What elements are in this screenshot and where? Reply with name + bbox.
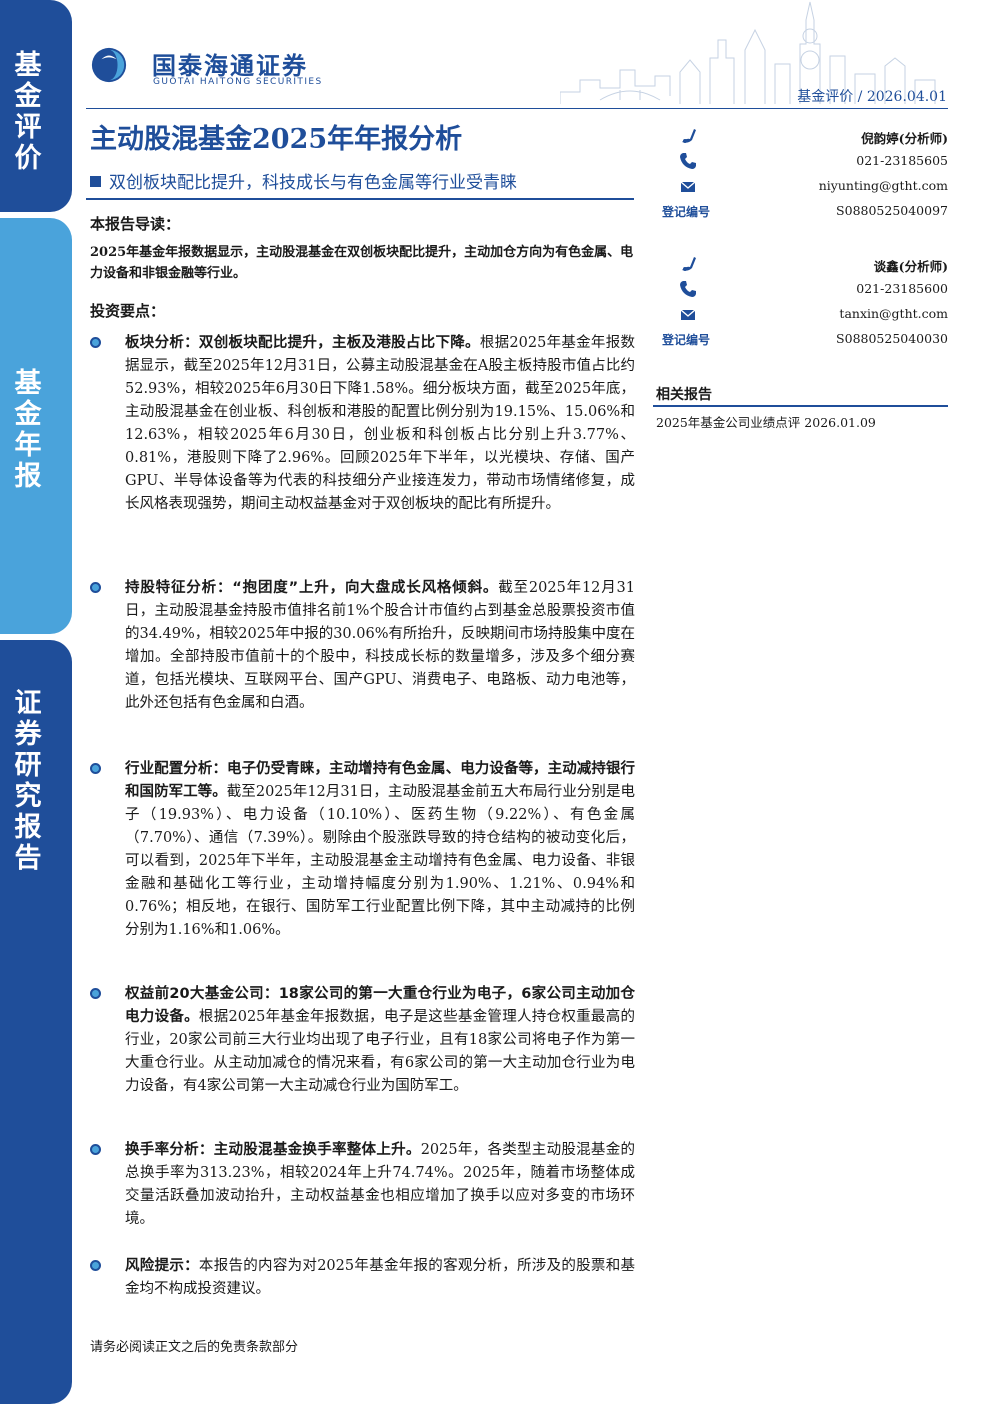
analyst-email-row: tanxin@gtht.com	[656, 302, 948, 326]
disclaimer-footer: 请务必阅读正文之后的免责条款部分	[90, 1340, 299, 1355]
sidebar-char: 券	[14, 719, 42, 750]
point-lead: 板块分析：双创板块配比提升，主板及港股占比下降。	[125, 335, 480, 351]
analyst-phone-row: 021-23185600	[656, 277, 948, 301]
reg-label: 登记编号	[662, 333, 711, 347]
sidebar-char: 金	[14, 399, 42, 430]
analyst-phone: 021-23185605	[856, 153, 948, 168]
sidebar-char: 基	[14, 368, 42, 399]
intro-text: 2025年基金年报数据显示，主动股混基金在双创板块配比提升，主动加仓方向为有色金…	[90, 245, 634, 281]
related-reports-divider	[653, 405, 948, 407]
bullet-icon	[90, 337, 101, 348]
sidebar-char: 报	[14, 812, 42, 843]
related-report-item[interactable]: 2025年基金公司业绩点评 2026.01.09	[656, 415, 876, 430]
sidebar-char: 究	[14, 781, 42, 812]
point-lead: 行业配置分析：电子仍受青睐，主动增持有色金属、电力设备等，主动减持银行和国防军工…	[125, 761, 635, 800]
report-category-date: 基金评价 / 2026.04.01	[797, 89, 947, 105]
analyst-name: 倪韵婷(分析师)	[861, 131, 948, 146]
mail-icon	[680, 309, 696, 320]
left-sidebar: 基 金 评 价 基 金 年 报 证 券 研 究 报 告	[0, 0, 72, 1404]
sidebar-char: 价	[14, 143, 42, 174]
point-text: 风险提示：本报告的内容为对2025年基金年报的客观分析，所涉及的股票和基金均不构…	[125, 1255, 635, 1301]
point-text: 板块分析：双创板块配比提升，主板及港股占比下降。根据2025年基金年报数据显示，…	[125, 332, 635, 516]
point-lead: 权益前20大基金公司：18家公司的第一大重仓行业为电子，6家公司主动加仓电力设备…	[125, 986, 635, 1025]
point-body: 本报告的内容为对2025年基金年报的客观分析，所涉及的股票和基金均不构成投资建议…	[125, 1258, 635, 1297]
sidebar-section-fund-evaluation: 基 金 评 价	[0, 0, 72, 212]
point-turnover-analysis: 换手率分析：主动股混基金换手率整体上升。2025年，各类型主动股混基金的总换手率…	[90, 1139, 635, 1231]
city-skyline-icon	[560, 1, 936, 104]
point-lead: 风险提示：	[125, 1258, 199, 1274]
phone-icon	[680, 153, 696, 169]
point-top20-fund-companies: 权益前20大基金公司：18家公司的第一大重仓行业为电子，6家公司主动加仓电力设备…	[90, 983, 635, 1098]
point-text: 换手率分析：主动股混基金换手率整体上升。2025年，各类型主动股混基金的总换手率…	[125, 1139, 635, 1231]
logo-mark-icon	[91, 47, 127, 83]
analyst-email[interactable]: tanxin@gtht.com	[839, 306, 948, 321]
analyst-reg-row: 登记编号 S0880525040097	[656, 199, 948, 223]
analyst-reg-row: 登记编号 S0880525040030	[656, 327, 948, 351]
analyst-name-row: 谈鑫(分析师)	[656, 252, 948, 276]
report-title: 主动股混基金2025年年报分析	[90, 124, 463, 155]
sidebar-char: 报	[14, 461, 42, 492]
point-text: 行业配置分析：电子仍受青睐，主动增持有色金属、电力设备等，主动减持银行和国防军工…	[125, 758, 635, 942]
mail-icon	[680, 181, 696, 192]
point-lead: 换手率分析：主动股混基金换手率整体上升。	[125, 1142, 421, 1158]
analyst-email[interactable]: niyunting@gtht.com	[818, 178, 948, 193]
bullet-icon	[90, 582, 101, 593]
logo-name-cn: 国泰海通证券	[152, 52, 308, 80]
sidebar-label-fund-annual-report: 基 金 年 报	[0, 368, 56, 492]
point-risk-warning: 风险提示：本报告的内容为对2025年基金年报的客观分析，所涉及的股票和基金均不构…	[90, 1255, 635, 1301]
sidebar-section-fund-annual-report: 基 金 年 报	[0, 218, 72, 634]
point-body: 2025年，各类型主动股混基金的总换手率为313.23%，相较2024年上升74…	[125, 1142, 635, 1227]
sidebar-char: 评	[14, 112, 42, 143]
analyst-name-row: 倪韵婷(分析师)	[656, 124, 948, 148]
point-body: 截至2025年12月31日，主动股混基金前五大布局行业分别是电子（19.93%）…	[125, 784, 635, 938]
point-body: 根据2025年基金年报数据显示，截至2025年12月31日，公募主动股混基金在A…	[125, 335, 636, 512]
sidebar-label-securities-research: 证 券 研 究 报 告	[0, 688, 56, 874]
reg-label: 登记编号	[662, 205, 711, 219]
sidebar-char: 基	[14, 50, 42, 81]
point-industry-allocation: 行业配置分析：电子仍受青睐，主动增持有色金属、电力设备等，主动减持银行和国防军工…	[90, 758, 635, 942]
points-heading: 投资要点：	[90, 302, 166, 320]
related-reports-heading: 相关报告	[656, 387, 712, 403]
bullet-icon	[90, 1260, 101, 1271]
square-bullet-icon	[90, 176, 101, 187]
report-subtitle-text: 双创板块配比提升，科技成长与有色金属等行业受青睐	[109, 173, 517, 193]
subtitle-divider	[86, 198, 634, 200]
point-text: 持股特征分析：“抱团度”上升，向大盘成长风格倾斜。截至2025年12月31日，主…	[125, 577, 635, 715]
header-divider	[86, 108, 948, 109]
sidebar-char: 金	[14, 81, 42, 112]
report-subtitle: 双创板块配比提升，科技成长与有色金属等行业受青睐	[90, 168, 517, 193]
sidebar-char: 证	[14, 688, 42, 719]
sidebar-label-fund-evaluation: 基 金 评 价	[0, 50, 56, 174]
bullet-icon	[90, 988, 101, 999]
pen-icon	[682, 257, 696, 271]
point-lead: 持股特征分析：“抱团度”上升，向大盘成长风格倾斜。	[125, 580, 499, 596]
point-body: 截至2025年12月31日，主动股混基金持股市值排名前1%个股合计市值约占到基金…	[125, 580, 635, 711]
sidebar-char: 研	[14, 750, 42, 781]
phone-icon	[680, 281, 696, 297]
point-text: 权益前20大基金公司：18家公司的第一大重仓行业为电子，6家公司主动加仓电力设备…	[125, 983, 635, 1098]
reg-number: S0880525040030	[836, 331, 948, 346]
sidebar-char: 告	[14, 843, 42, 874]
logo-name-en: GUOTAI HAITONG SECURITIES	[153, 77, 323, 87]
sidebar-section-securities-research: 证 券 研 究 报 告	[0, 640, 72, 1404]
point-body: 根据2025年基金年报数据，电子是这些基金管理人持仓权重最高的行业，20家公司前…	[125, 1009, 635, 1094]
point-holding-features: 持股特征分析：“抱团度”上升，向大盘成长风格倾斜。截至2025年12月31日，主…	[90, 577, 635, 715]
pen-icon	[682, 129, 696, 143]
analyst-phone-row: 021-23185605	[656, 149, 948, 173]
analyst-phone: 021-23185600	[856, 281, 948, 296]
point-sector-analysis: 板块分析：双创板块配比提升，主板及港股占比下降。根据2025年基金年报数据显示，…	[90, 332, 635, 516]
analyst-name: 谈鑫(分析师)	[873, 259, 948, 274]
reg-number: S0880525040097	[836, 203, 948, 218]
bullet-icon	[90, 1144, 101, 1155]
bullet-icon	[90, 763, 101, 774]
analyst-email-row: niyunting@gtht.com	[656, 174, 948, 198]
sidebar-char: 年	[14, 430, 42, 461]
intro-heading: 本报告导读：	[90, 215, 181, 233]
